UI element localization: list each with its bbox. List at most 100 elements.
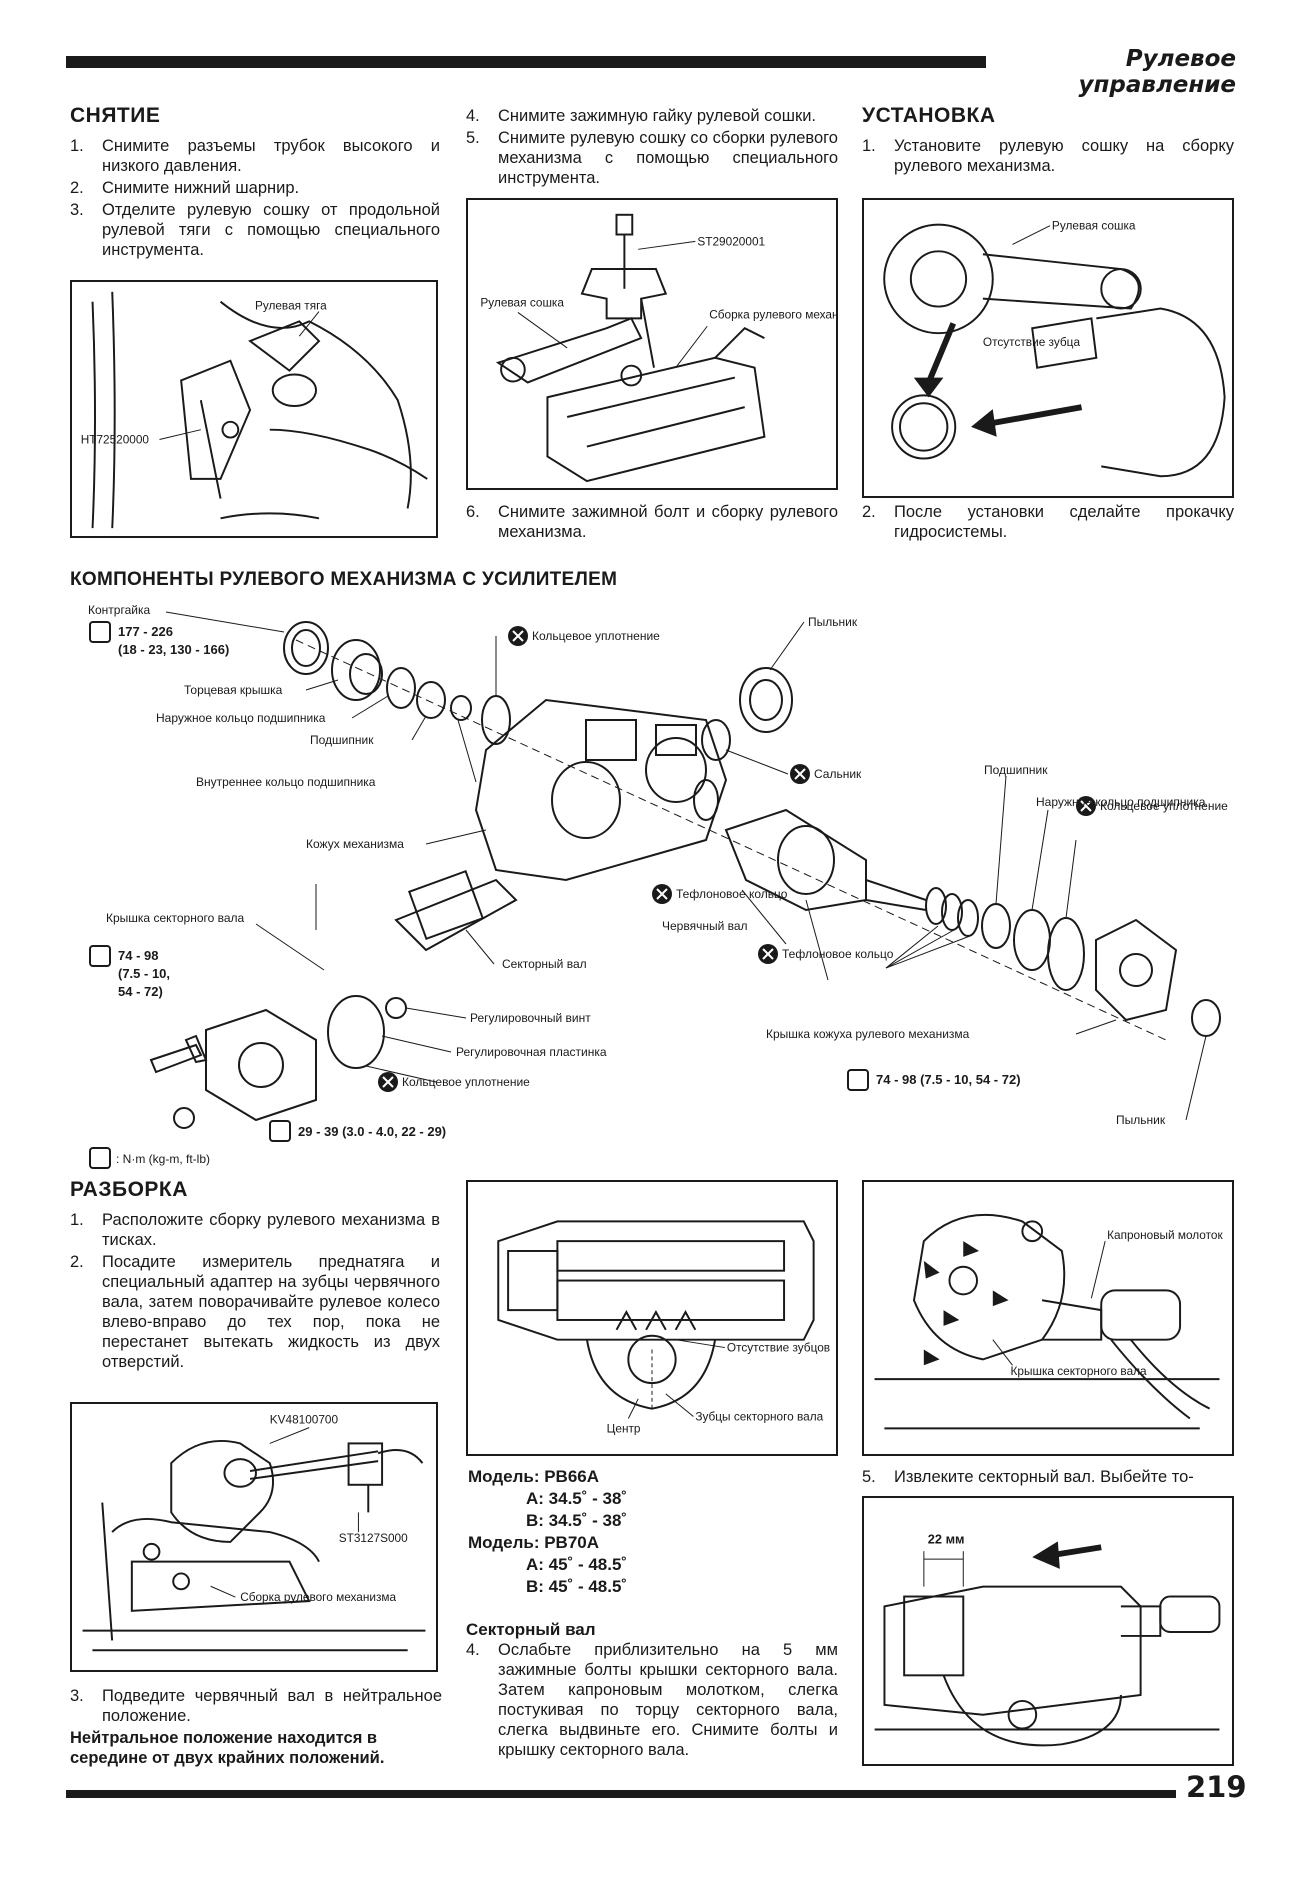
sector-shaft-section: Секторный вал 4.Ослабьте приблизительно … (466, 1620, 838, 1762)
label-gear: Сборка рулевого механизма (709, 307, 836, 321)
model-spec-block: Модель: PB66A A: 34.5˚ - 38˚ B: 34.5˚ - … (468, 1466, 688, 1598)
sector-teeth-drawing: Отсутствие зубцов Центр Зубцы секторного… (497, 1220, 830, 1435)
install-section: УСТАНОВКА 1.Установите рулевую сошку на … (862, 104, 1234, 178)
label-oil-seal: Сальник (814, 767, 862, 781)
label-center: Центр (607, 1421, 641, 1435)
label-inner-race: Внутреннее кольцо подшипника (196, 775, 376, 789)
label-teeth: Отсутствие зубца (983, 335, 1081, 349)
label-bearing: Подшипник (310, 733, 374, 747)
sector-cutaway-figure: Отсутствие зубцов Центр Зубцы секторного… (466, 1180, 838, 1456)
disassembly-section: РАЗБОРКА 1.Расположите сборку рулевого м… (70, 1178, 440, 1374)
label-tool1: KV48100700 (270, 1413, 339, 1427)
list-item: 2.Снимите нижний шарнир. (70, 179, 300, 197)
page-header-title: Рулевое управление (1078, 46, 1236, 98)
label-torque1a: 177 - 226 (118, 624, 173, 639)
label-torque2a: 74 - 98 (118, 948, 158, 963)
header-rule (66, 56, 986, 68)
removal-figure-pitman: ST29020001 Рулевая сошка Сборка рулевого… (466, 198, 838, 490)
spec-a1: A: 34.5˚ - 38˚ (526, 1489, 628, 1508)
label-outer-ring-r: Наружное кольцо подшипника (1036, 795, 1206, 809)
list-item: 4.Ослабьте приблизительно на 5 мм зажимн… (466, 1641, 838, 1759)
install-step-2: 2.После установки сделайте прокачку гидр… (862, 502, 1234, 544)
install-figure: Рулевая сошка Отсутствие зубца (862, 198, 1234, 498)
sector-extract-figure: 22 мм (862, 1496, 1234, 1766)
torque-wrench-icon (89, 1147, 111, 1169)
list-item: 3.Отделите рулевую сошку от продольной р… (70, 201, 440, 259)
label-oring-r: Кольцевое уплотнение (1100, 799, 1228, 813)
list-item: 2.Посадите измеритель преднатяга и специ… (70, 1253, 440, 1371)
label-cover: Крышка секторного вала (1011, 1364, 1147, 1378)
removal-steps: 1.Снимите разъемы трубок высокого и низк… (70, 136, 440, 260)
label-tool: HT72520000 (81, 432, 150, 446)
list-item: 1.Расположите сборку рулевого механизма … (70, 1211, 440, 1249)
label-dust-cover-top: Пыльник (808, 615, 858, 629)
removal-step-6: 6.Снимите зажимной болт и сборку рулевог… (466, 502, 838, 544)
install-heading: УСТАНОВКА (862, 104, 996, 127)
label-adj-screw: Регулировочный винт (470, 1011, 591, 1025)
list-item: 6.Снимите зажимной болт и сборку рулевог… (466, 503, 838, 541)
page-number: 219 (1186, 1770, 1247, 1804)
label-locknut: Контргайка (88, 603, 150, 617)
label-teflon2: Тефлоновое кольцо (782, 947, 894, 961)
label-torque2c: 54 - 72) (118, 984, 163, 999)
torque-wrench-icon (89, 945, 111, 967)
label-sector-shaft: Секторный вал (502, 957, 587, 971)
label-hammer: Капроновый молоток (1107, 1228, 1223, 1242)
list-item: 2.После установки сделайте прокачку гидр… (862, 503, 1234, 541)
spec-b1: B: 34.5˚ - 38˚ (526, 1511, 628, 1530)
list-item: 4.Снимите зажимную гайку рулевой сошки. (466, 107, 816, 125)
spec-a2: A: 45˚ - 48.5˚ (526, 1555, 628, 1574)
disassembly-step-5: 5.Извлеките секторный вал. Выбейте то- (862, 1467, 1234, 1489)
label-housing-cover: Крышка кожуха рулевого механизма (766, 1027, 970, 1041)
label-sector-cover: Крышка секторного вала (106, 911, 245, 925)
label-housing: Кожух механизма (306, 837, 404, 851)
torque-legend: : N·m (kg-m, ft-lb) (116, 1152, 210, 1166)
footer-rule (66, 1790, 1176, 1798)
components-heading: КОМПОНЕНТЫ РУЛЕВОГО МЕХАНИЗМА С УСИЛИТЕЛ… (70, 569, 618, 590)
spec-b2: B: 45˚ - 48.5˚ (526, 1577, 628, 1596)
hammer-figure: Капроновый молоток Крышка секторного вал… (862, 1180, 1234, 1456)
label-dim: 22 мм (928, 1531, 965, 1546)
rod-separation-drawing: Рулевая тяга HT72520000 (81, 291, 428, 529)
label-arm: Рулевая сошка (1052, 219, 1136, 233)
torque-wrench-icon (847, 1069, 869, 1091)
pitman-arm-install-drawing: Рулевая сошка Отсутствие зубца (883, 219, 1226, 478)
label-arm: Рулевая сошка (480, 296, 564, 310)
label-gear: Сборка рулевого механизма (240, 1590, 396, 1604)
exploded-diagram: Контргайка 177 - 226 (18 - 23, 130 - 166… (88, 603, 1228, 1169)
preload-gauge-drawing: KV48100700 ST3127S000 Сборка рулевого ме… (82, 1413, 426, 1652)
label-rod: Рулевая тяга (255, 299, 327, 313)
torque-wrench-icon (269, 1120, 291, 1142)
components-exploded-view: Контргайка 177 - 226 (18 - 23, 130 - 166… (66, 600, 1246, 1172)
pitman-arm-puller-drawing: ST29020001 Рулевая сошка Сборка рулевого… (480, 213, 836, 483)
disassembly-figure-preload: KV48100700 ST3127S000 Сборка рулевого ме… (70, 1402, 438, 1672)
list-item: 1.Установите рулевую сошку на сборку рул… (862, 137, 1234, 175)
list-item: 1.Снимите разъемы трубок высокого и низк… (70, 137, 440, 175)
label-outer-race: Наружное кольцо подшипника (156, 711, 326, 725)
sector-shaft-subtitle: Секторный вал (466, 1620, 596, 1639)
label-teflon1: Тефлоновое кольцо (676, 887, 788, 901)
label-tool2: ST3127S000 (339, 1531, 408, 1545)
removal-steps-continued: 4.Снимите зажимную гайку рулевой сошки. … (466, 106, 838, 190)
label-torque4: 74 - 98 (7.5 - 10, 54 - 72) (876, 1072, 1021, 1087)
disassembly-step-3: 3.Подведите червячный вал в нейтральное … (70, 1686, 442, 1768)
label-adj-plate: Регулировочная пластинка (456, 1045, 607, 1059)
list-item: 5.Извлеките секторный вал. Выбейте то- (862, 1468, 1194, 1486)
label-oring-top: Кольцевое уплотнение (532, 629, 660, 643)
spec-model1: Модель: PB66A (468, 1467, 600, 1486)
label-worm: Червячный вал (662, 919, 748, 933)
label-missing: Отсутствие зубцов (727, 1341, 830, 1355)
label-torque2b: (7.5 - 10, (118, 966, 170, 981)
list-item: 5.Снимите рулевую сошку со сборки рулево… (466, 129, 838, 187)
spec-model2: Модель: PB70A (468, 1533, 600, 1552)
hammer-tapping-drawing: Капроновый молоток Крышка секторного вал… (874, 1213, 1223, 1430)
label-oring-bottom: Кольцевое уплотнение (402, 1075, 530, 1089)
sector-extraction-drawing: 22 мм (874, 1531, 1221, 1747)
label-sector-teeth: Зубцы секторного вала (695, 1409, 823, 1423)
label-tool: ST29020001 (697, 234, 765, 248)
label-torque1b: (18 - 23, 130 - 166) (118, 642, 229, 657)
disassembly-heading: РАЗБОРКА (70, 1178, 188, 1201)
removal-figure-rod: Рулевая тяга HT72520000 (70, 280, 438, 538)
label-torque3: 29 - 39 (3.0 - 4.0, 22 - 29) (298, 1124, 446, 1139)
list-item: 3.Подведите червячный вал в нейтральное … (70, 1687, 442, 1725)
